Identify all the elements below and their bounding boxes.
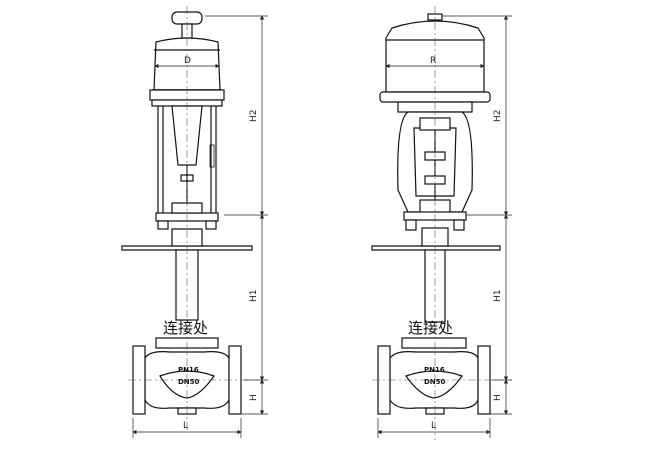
right-dim-r: R: [430, 56, 436, 66]
right-dim-l: L: [431, 421, 436, 431]
left-dim-h: H: [249, 394, 259, 401]
left-dim-h2: H2: [249, 110, 259, 123]
right-dim-h1: H1: [493, 290, 503, 303]
left-dim-h1: H1: [249, 290, 259, 303]
left-dim-l: L: [183, 421, 188, 431]
right-connection-label: 连接处: [408, 319, 453, 337]
right-body-dn: DN50: [424, 378, 446, 386]
left-body-pn: PN16: [178, 366, 199, 374]
left-dim-d: D: [184, 56, 191, 66]
right-dim-h2: H2: [493, 110, 503, 123]
right-dim-h: H: [493, 394, 503, 401]
left-connection-label: 连接处: [163, 319, 208, 337]
right-valve-view: [371, 13, 501, 415]
right-body-pn: PN16: [424, 366, 445, 374]
left-body-dn: DN50: [178, 378, 200, 386]
